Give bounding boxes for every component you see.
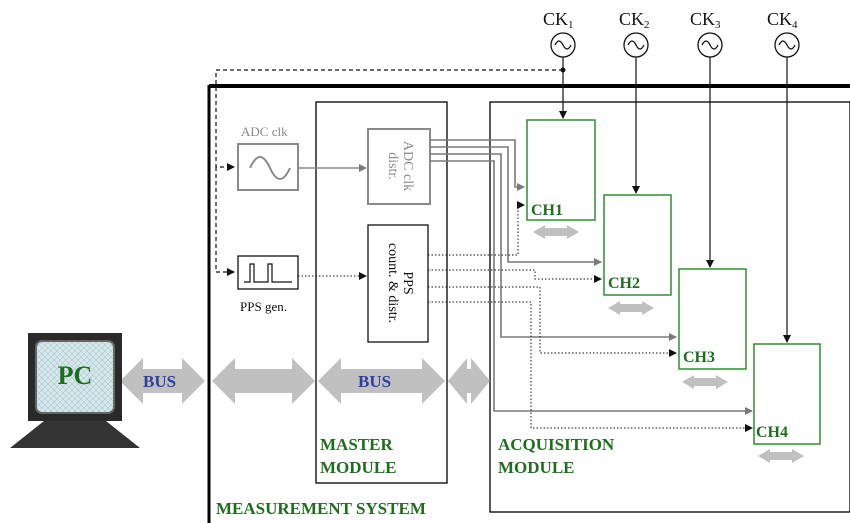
pc-computer: PC [10,333,140,448]
channel-ch3: CH3 [678,268,747,389]
pps-distr-label-line2: count. & distr. [385,243,400,323]
channel-label: CH3 [683,349,715,366]
acquisition-module-frame [489,101,850,513]
pps-generator: PPS gen. [237,255,299,314]
measurement-system-frame: MEASUREMENT SYSTEM [207,84,850,523]
acquisition-module-label-line1: ACQUISITION [498,435,615,454]
clock-label: CK1 [543,9,574,31]
bus-segment-2 [448,358,490,404]
channel-label: CH1 [531,202,563,219]
master-module-label-line1: MASTER [320,435,393,454]
adc-distr-label-line1: ADC clk [400,141,415,191]
system-bus [120,358,490,404]
channel-label: CH4 [756,424,788,441]
clock-label: CK2 [619,9,650,31]
pps-distr-label-line1: PPS [400,271,415,294]
adc-clock-distribution-lines [430,139,753,415]
pps-distribution-lines [428,201,753,432]
channel-label: CH2 [608,275,640,292]
clock-ck2: CK2 [619,9,650,58]
pulse-icon [244,263,292,283]
channel-ch2: CH2 [603,194,672,315]
pc-screen [35,340,115,414]
channel-bus-arrow [533,225,579,239]
master-bus-label: BUS [358,372,391,391]
pc-label: PC [58,361,93,390]
adc-distr-label-line2: distr. [385,152,400,180]
measurement-system-label: MEASUREMENT SYSTEM [216,499,426,518]
pc-bus-label: BUS [143,372,176,391]
sine-wave-icon [249,156,291,180]
adc-clk-distr-block: ADC clk distr. [367,128,431,205]
master-bus-arrow [318,358,445,404]
bus-segment-1 [212,358,315,404]
clock-label: CK3 [690,9,721,31]
acquisition-module-label-line2: MODULE [498,458,575,477]
channel-ch4: CH4 [753,343,821,463]
channel-bus-arrow [758,449,804,463]
adc-clk-generator: ADC clk [237,124,299,191]
clock-ck3: CK3 [690,9,723,58]
channel-bus-arrow [682,375,728,389]
clock-label: CK4 [767,9,798,31]
pc-keyboard [10,421,140,448]
channel-ch1: CH1 [526,119,596,239]
clock-lines [559,57,791,343]
pps-gen-label: PPS gen. [240,299,287,314]
adc-clk-label: ADC clk [241,124,288,139]
clock-ck1: CK1 [543,9,576,58]
pps-distr-block: PPS count. & distr. [367,224,429,343]
pc-bus-arrow [120,358,205,404]
reference-dashed-line [215,69,563,276]
master-module-frame [315,101,448,484]
master-module-label-line2: MODULE [320,458,397,477]
clock-ck4: CK4 [767,9,800,58]
channel-bus-arrow [608,301,654,315]
